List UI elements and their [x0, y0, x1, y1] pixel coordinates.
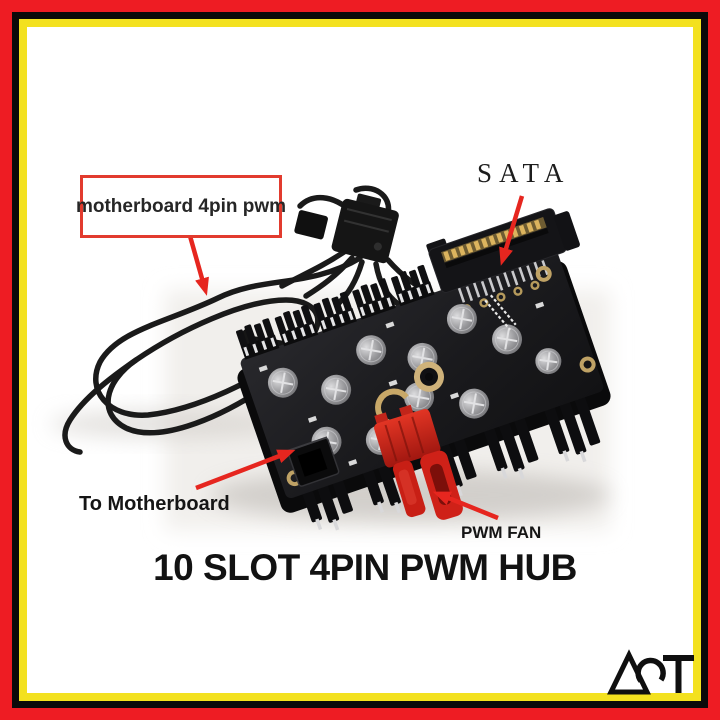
motherboard-4pin-label: motherboard 4pin pwm [75, 195, 287, 217]
fan-headers-rear [236, 264, 435, 360]
sata-label: SATA [477, 158, 571, 188]
arrow-to-sata [499, 195, 525, 266]
act-logo-t [663, 655, 694, 693]
act-logo-c [635, 657, 666, 683]
arrow-to-pwm-fan [432, 491, 499, 521]
motherboard-4pin-label-box: motherboard 4pin pwm [76, 175, 286, 238]
act-logo [607, 649, 694, 695]
pwm-hub-board [236, 208, 611, 531]
to-motherboard-label: To Motherboard [79, 493, 230, 515]
sata-connector [426, 208, 580, 314]
arrow-to-motherboard-socket [195, 449, 296, 491]
pwm-fan-label: PWM FAN [461, 523, 542, 542]
act-logo-a [607, 649, 651, 695]
silkscreen [258, 294, 545, 467]
motherboard-4pin-connector [294, 193, 399, 264]
pwm-fan-connector [374, 404, 463, 520]
pwm-cable [62, 185, 439, 455]
motherboard-socket [287, 436, 340, 487]
product-title: 10 SLOT 4PIN PWM HUB [153, 547, 577, 588]
arrow-to-cable [187, 235, 209, 296]
